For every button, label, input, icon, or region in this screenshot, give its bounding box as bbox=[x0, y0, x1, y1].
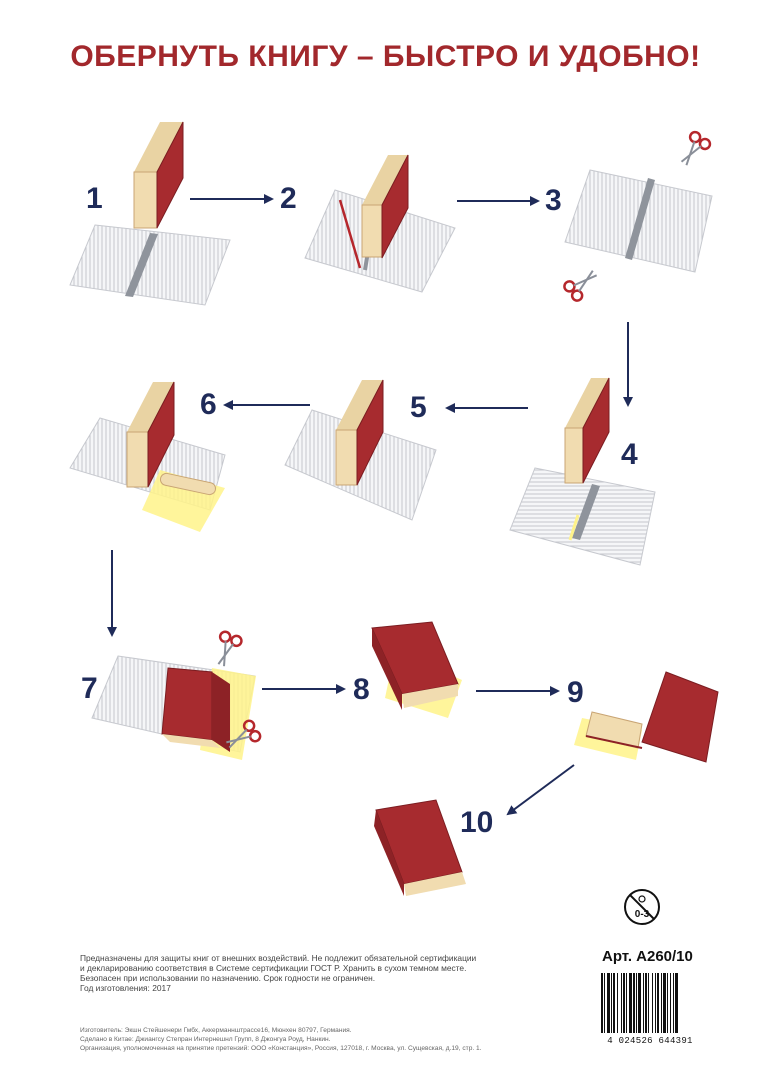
page-title: ОБЕРНУТЬ КНИГУ – БЫСТРО И УДОБНО! bbox=[70, 40, 701, 73]
barcode-bar bbox=[613, 973, 615, 1033]
barcode-bar bbox=[611, 973, 612, 1033]
step-number-3: 3 bbox=[545, 184, 562, 217]
barcode-bar bbox=[663, 973, 666, 1033]
book-icon bbox=[133, 121, 184, 229]
step-6-illustration bbox=[69, 381, 226, 532]
barcode-bar bbox=[652, 973, 653, 1033]
barcode-bar bbox=[673, 973, 674, 1033]
step-number-7: 7 bbox=[81, 672, 98, 705]
info-line: Год изготовления: 2017 bbox=[80, 983, 171, 993]
step-9-illustration bbox=[574, 671, 719, 763]
age-label: 0-3 bbox=[635, 909, 650, 920]
footer-line: Изготовитель: Экшн Стейшенери Гмбх, Акке… bbox=[80, 1027, 352, 1034]
barcode-bar bbox=[629, 973, 632, 1033]
step-number-10: 10 bbox=[460, 806, 494, 839]
age-restriction-icon: 0-3 bbox=[624, 889, 660, 925]
step-2-illustration bbox=[304, 154, 456, 293]
scissors-icon bbox=[561, 263, 604, 304]
book-icon bbox=[335, 379, 384, 486]
barcode-bar bbox=[621, 973, 622, 1033]
step-4-illustration bbox=[509, 377, 656, 566]
step-number-1: 1 bbox=[86, 182, 103, 215]
info-line: Безопасен при использовании по назначени… bbox=[80, 973, 376, 983]
barcode-digits: 4 024526 644391 bbox=[607, 1036, 693, 1046]
step-10-illustration bbox=[374, 799, 466, 896]
barcode-bar bbox=[617, 973, 618, 1033]
step-number-2: 2 bbox=[280, 182, 297, 215]
product-info: Предназначены для защиты книг от внешних… bbox=[80, 953, 510, 993]
barcode-bar bbox=[633, 973, 635, 1033]
barcode-bar bbox=[645, 973, 647, 1033]
step-8-illustration bbox=[371, 621, 462, 718]
scissors-icon bbox=[209, 629, 245, 671]
barcode-bar bbox=[643, 973, 644, 1033]
barcode-bar bbox=[667, 973, 668, 1033]
book-icon bbox=[361, 154, 409, 259]
barcode-bar bbox=[626, 973, 627, 1033]
info-line: и декларированию соответствия в Системе … bbox=[80, 963, 467, 973]
barcode-bar bbox=[657, 973, 659, 1033]
book-icon bbox=[161, 667, 230, 752]
barcode-bar bbox=[638, 973, 641, 1033]
book-icon bbox=[126, 381, 175, 488]
step-3-illustration bbox=[561, 128, 714, 304]
barcode-bar bbox=[623, 973, 625, 1033]
step-number-5: 5 bbox=[410, 391, 427, 424]
book-icon bbox=[374, 799, 466, 896]
barcode-bar bbox=[670, 973, 671, 1033]
barcode-bar bbox=[601, 973, 603, 1033]
step-5-illustration bbox=[284, 379, 437, 521]
barcode-bar bbox=[607, 973, 610, 1033]
barcode bbox=[601, 973, 678, 1033]
step-number-6: 6 bbox=[200, 388, 217, 421]
manufacturer-info: Изготовитель: Экшн Стейшенери Гмбх, Акке… bbox=[80, 1026, 482, 1053]
step-number-9: 9 bbox=[567, 676, 584, 709]
step-7-illustration bbox=[91, 629, 264, 760]
barcode-bar bbox=[648, 973, 649, 1033]
arrow-9-10 bbox=[506, 764, 575, 816]
scissors-icon bbox=[673, 128, 714, 172]
info-line: Предназначены для защиты книг от внешних… bbox=[80, 953, 477, 963]
book-icon bbox=[564, 377, 610, 484]
barcode-bar bbox=[655, 973, 656, 1033]
step-number-4: 4 bbox=[621, 438, 638, 471]
footer-line: Организация, уполномоченная на принятие … bbox=[80, 1045, 482, 1052]
step-number-8: 8 bbox=[353, 673, 370, 706]
step-1-illustration bbox=[69, 121, 231, 306]
article-number: Арт. А260/10 bbox=[602, 948, 693, 965]
book-icon bbox=[371, 621, 459, 710]
barcode-bar bbox=[604, 973, 605, 1033]
footer-line: Сделано в Китае: Джиангсу Степран Интерн… bbox=[80, 1036, 331, 1043]
barcode-bar bbox=[661, 973, 662, 1033]
barcode-bar bbox=[636, 973, 637, 1033]
barcode-bar bbox=[675, 973, 678, 1033]
